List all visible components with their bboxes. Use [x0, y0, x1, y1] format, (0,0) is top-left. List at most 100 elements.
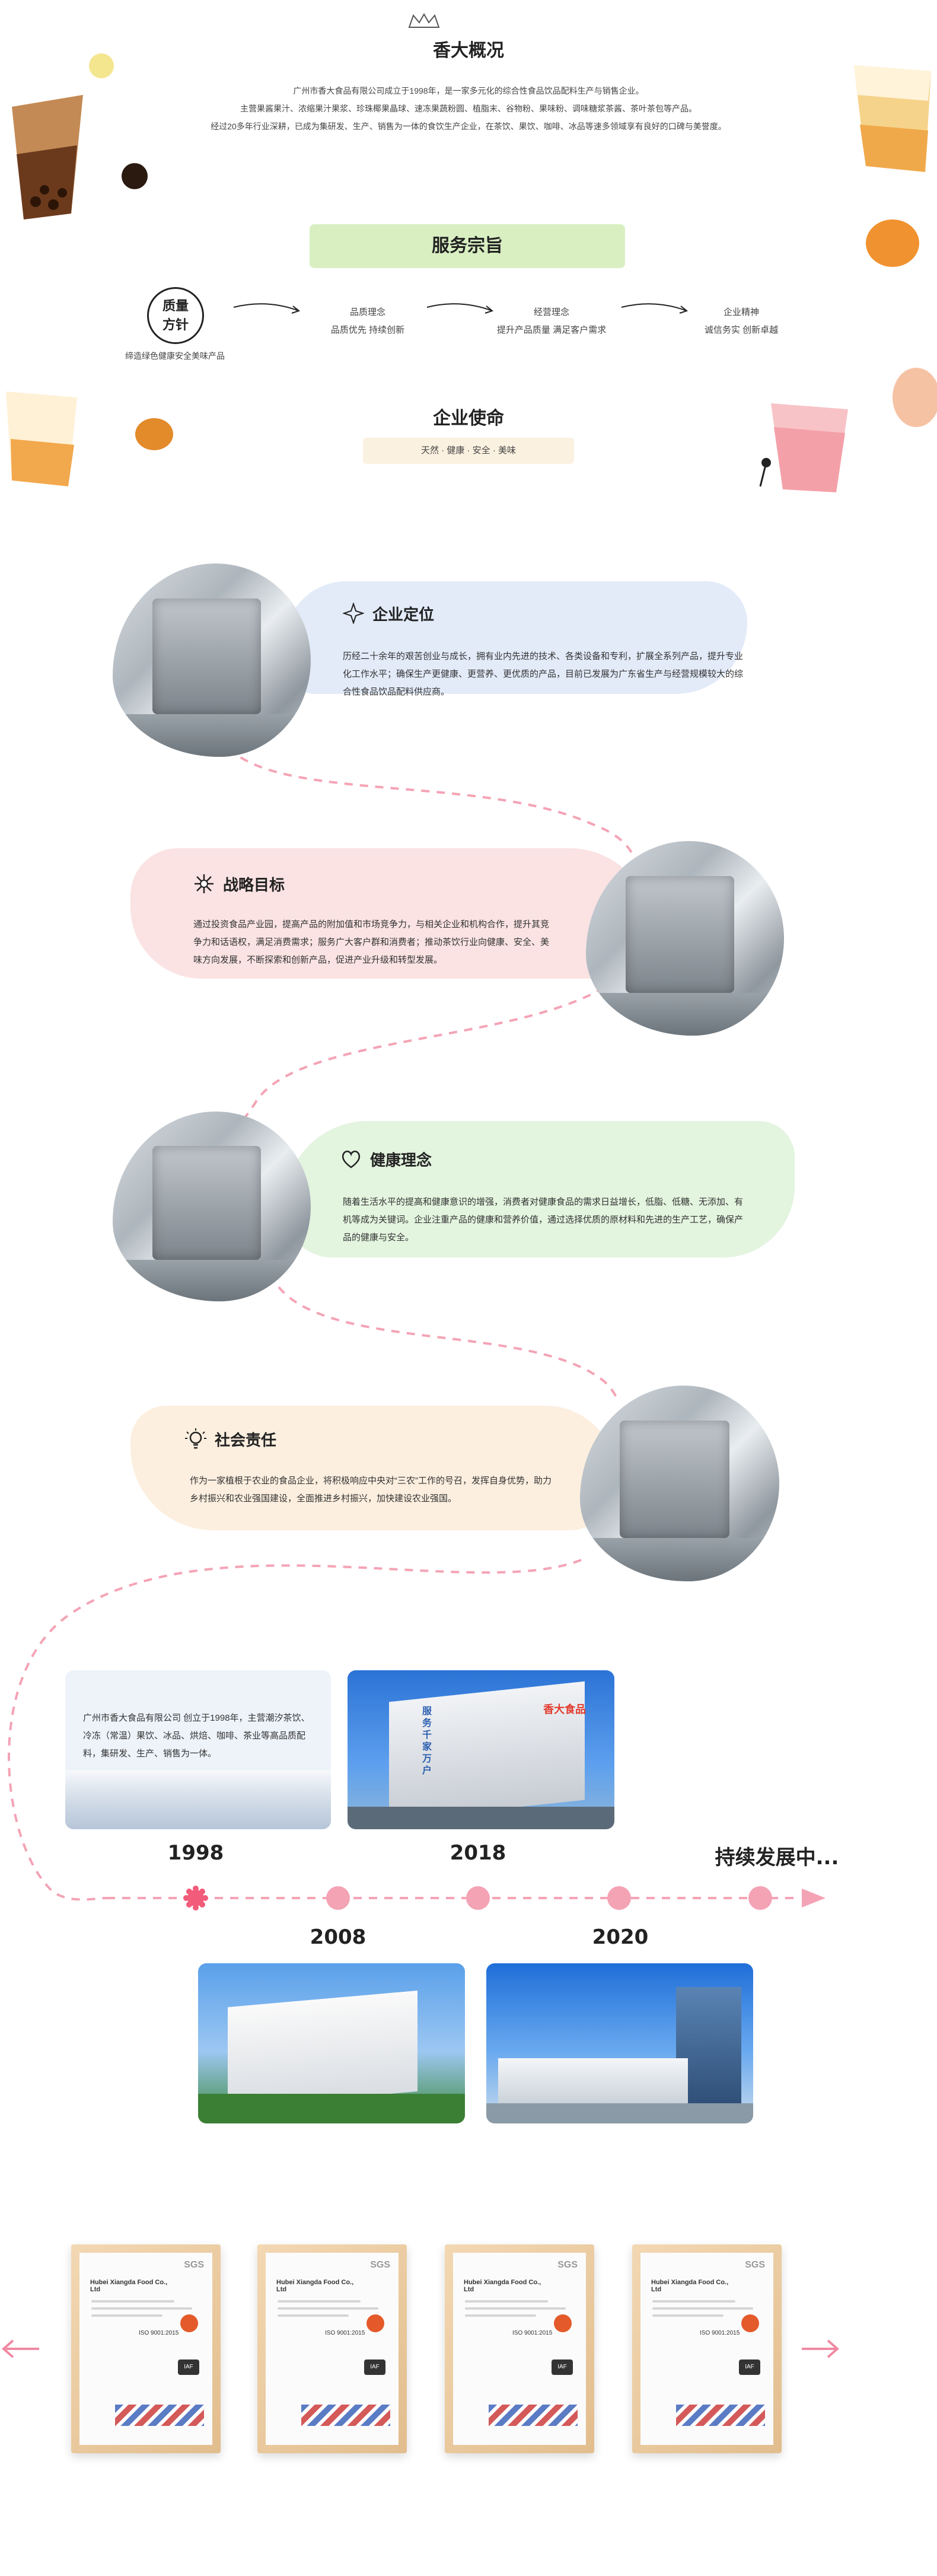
pearl-decoration [122, 163, 148, 189]
certificate-company: Hubei Xiangda Food Co., Ltd [464, 2279, 541, 2293]
brush-background-green [285, 1121, 795, 1257]
step-title: 品质理念 [349, 307, 385, 317]
step-desc: 诚信务实 创新卓越 [704, 325, 779, 335]
timeline-dot[interactable] [607, 1886, 631, 1910]
certificate-line [465, 2314, 536, 2317]
brush-background-pink [130, 848, 652, 979]
strategy-text: 通过投资食品产业园，提高产品的附加值和市场竞争力，与相关企业和机构合作，提升其竞… [193, 919, 550, 965]
certificate-seal-icon [180, 2314, 198, 2332]
lightbulb-icon [185, 1428, 206, 1451]
brush-background-blue [285, 581, 747, 694]
history-photo-2018: 香大食品 服务千家万户 [348, 1670, 614, 1829]
responsibility-text: 作为一家植根于农业的食品企业，将积极响应中央对“三农”工作的号召，发挥自身优势，… [190, 1476, 552, 1504]
year-label: 2008 [310, 1925, 366, 1949]
overview-line: 广州市香大食品有限公司成立于1998年，是一家多元化的综合性食品饮品配料生产与销… [293, 86, 644, 95]
orange-drink-decoration [0, 380, 83, 492]
strategy-photo [586, 841, 784, 1036]
brush-background-cream [130, 1406, 617, 1530]
ribbon-decoration [489, 2405, 578, 2426]
ground-image [348, 1807, 614, 1829]
building-image [498, 2058, 688, 2106]
building-image [228, 1991, 417, 2108]
service-step: 品质理念 品质优先 持续创新 [297, 304, 439, 339]
pearl-decoration [89, 53, 114, 78]
overview-title: 香大概况 [433, 40, 504, 61]
building-sign: 服务千家万户 [422, 1706, 432, 1776]
prev-arrow-icon[interactable] [0, 2337, 42, 2361]
responsibility-photo [580, 1386, 779, 1581]
fruit-decoration [135, 418, 173, 450]
step-title: 企业精神 [723, 307, 759, 317]
iaf-badge: IAF [178, 2360, 199, 2375]
crown-icon [406, 12, 442, 30]
arrow-icon [233, 303, 301, 314]
service-step: 企业精神 诚信务实 创新卓越 [670, 304, 812, 339]
certificate-paper: SGS Hubei Xiangda Food Co., Ltd ISO 9001… [453, 2253, 586, 2445]
certificate-company: Hubei Xiangda Food Co., Ltd [90, 2279, 168, 2293]
mission-title: 企业使命 [433, 408, 504, 429]
history-intro-card: 广州市香大食品有限公司 创立于1998年，主营潮汐茶饮、冷冻（常温）果饮、冰品、… [65, 1670, 331, 1829]
timeline-dot[interactable] [748, 1886, 772, 1910]
certificate-line [91, 2300, 174, 2303]
machine-image [580, 1386, 779, 1581]
mango-drink-decoration [842, 53, 937, 184]
certificate-card[interactable]: SGS Hubei Xiangda Food Co., Ltd ISO 9001… [71, 2244, 221, 2453]
overview-line: 经过20多年行业深耕，已成为集研发、生产、销售为一体的食饮生产企业，在茶饮、果饮… [211, 122, 726, 131]
arrow-icon [621, 303, 689, 314]
sgs-mark: SGS [745, 2260, 765, 2270]
iaf-badge: IAF [552, 2360, 573, 2375]
mission-subtitle: 天然 · 健康 · 安全 · 美味 [421, 445, 516, 456]
trees-image [198, 2094, 465, 2123]
timeline-curve [8, 735, 637, 1901]
certificate-line [652, 2307, 753, 2310]
certificate-paper: SGS Hubei Xiangda Food Co., Ltd ISO 9001… [266, 2253, 399, 2445]
ribbon-decoration [115, 2405, 204, 2426]
timeline-axis [107, 1889, 826, 1908]
certificate-line [278, 2300, 361, 2303]
sparkle-icon [193, 873, 215, 894]
certificate-card[interactable]: SGS Hubei Xiangda Food Co., Ltd ISO 9001… [257, 2244, 407, 2453]
positioning-photo [113, 563, 311, 757]
certificate-line [278, 2307, 378, 2310]
compass-icon [342, 601, 365, 625]
machine-image [113, 563, 311, 757]
strategy-title: 战略目标 [223, 877, 285, 894]
next-arrow-icon[interactable] [799, 2337, 841, 2361]
step-title: 经营理念 [533, 307, 569, 317]
certificate-paper: SGS Hubei Xiangda Food Co., Ltd ISO 9001… [79, 2253, 212, 2445]
pumpkin-decoration [866, 219, 919, 267]
certificate-seal-icon [366, 2314, 384, 2332]
certificate-line [465, 2307, 566, 2310]
badge-line: 质量 [162, 299, 189, 314]
certificate-line [278, 2314, 349, 2317]
overview-description: 广州市香大食品有限公司成立于1998年，是一家多元化的综合性食品饮品配料生产与销… [172, 82, 765, 135]
building-sign: 香大食品 [543, 1703, 586, 1715]
milk-tea-decoration [0, 89, 95, 225]
machine-image [586, 841, 784, 1036]
certificate-card[interactable]: SGS Hubei Xiangda Food Co., Ltd ISO 9001… [632, 2244, 782, 2453]
sgs-mark: SGS [184, 2260, 204, 2270]
service-title-banner: 服务宗旨 [310, 224, 625, 268]
certificate-standard: ISO 9001:2015 [512, 2330, 553, 2336]
health-title: 健康理念 [370, 1152, 432, 1170]
timeline-dot[interactable] [326, 1886, 350, 1910]
certificate-card[interactable]: SGS Hubei Xiangda Food Co., Ltd ISO 9001… [445, 2244, 594, 2453]
timeline-dot[interactable] [466, 1886, 490, 1910]
heart-icon [340, 1150, 362, 1168]
certificate-line [652, 2314, 724, 2317]
peach-drink-decoration [753, 391, 854, 498]
mission-subtitle-pill: 天然 · 健康 · 安全 · 美味 [363, 438, 574, 464]
year-label: 持续发展中... [715, 1846, 839, 1870]
ground-image [486, 2103, 753, 2123]
badge-caption: 缔造绿色健康安全美味产品 [125, 351, 225, 361]
timeline-dot-active[interactable] [183, 1885, 209, 1911]
responsibility-title: 社会责任 [215, 1432, 277, 1450]
sgs-mark: SGS [370, 2260, 390, 2270]
year-label: 2018 [450, 1841, 506, 1865]
certificate-standard: ISO 9001:2015 [700, 2330, 740, 2336]
factory-image [65, 1770, 331, 1829]
machine-image [113, 1112, 311, 1301]
certificate-standard: ISO 9001:2015 [139, 2330, 179, 2336]
health-text: 随着生活水平的提高和健康意识的增强，消费者对健康食品的需求日益增长，低脂、低糖、… [343, 1197, 744, 1243]
ribbon-decoration [301, 2405, 390, 2426]
